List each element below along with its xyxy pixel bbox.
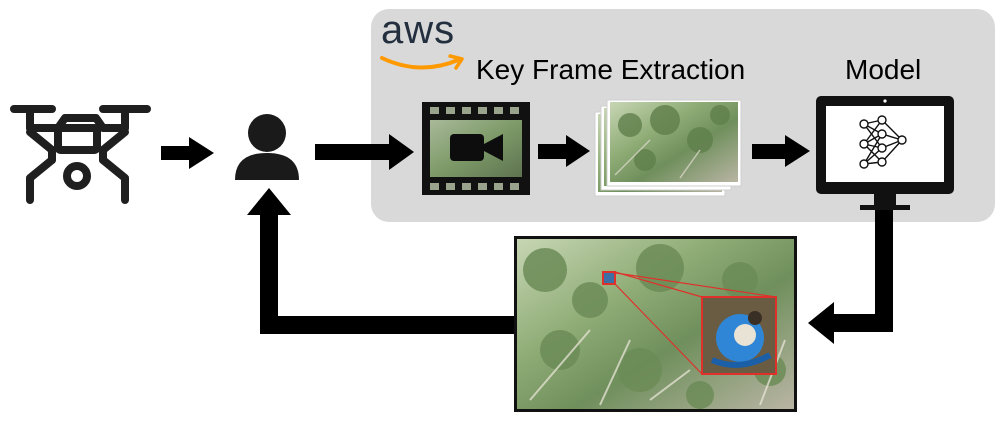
video-camera-icon [450,134,503,161]
model-label: Model [845,54,922,85]
aws-logo-text: aws [381,8,456,52]
arrow-frames-to-model [752,135,810,167]
aws-smile-icon [380,54,464,70]
detection-result-image [514,236,797,412]
extracted-frames-stack [594,99,742,197]
arrow-model-to-result [808,210,893,344]
arrow-drone-to-user [161,137,214,169]
detection-zoom-inset [701,296,777,375]
neural-network-icon [859,115,907,169]
arrow-user-to-video [315,134,414,170]
arrow-video-to-frames [538,135,590,167]
key-frame-extraction-label: Key Frame Extraction [476,54,746,85]
drone-icon [10,105,151,204]
user-icon [235,114,299,180]
monitor-neural-network-icon [816,96,954,210]
video-filmstrip-icon [422,102,530,195]
arrow-result-to-user [247,188,514,334]
